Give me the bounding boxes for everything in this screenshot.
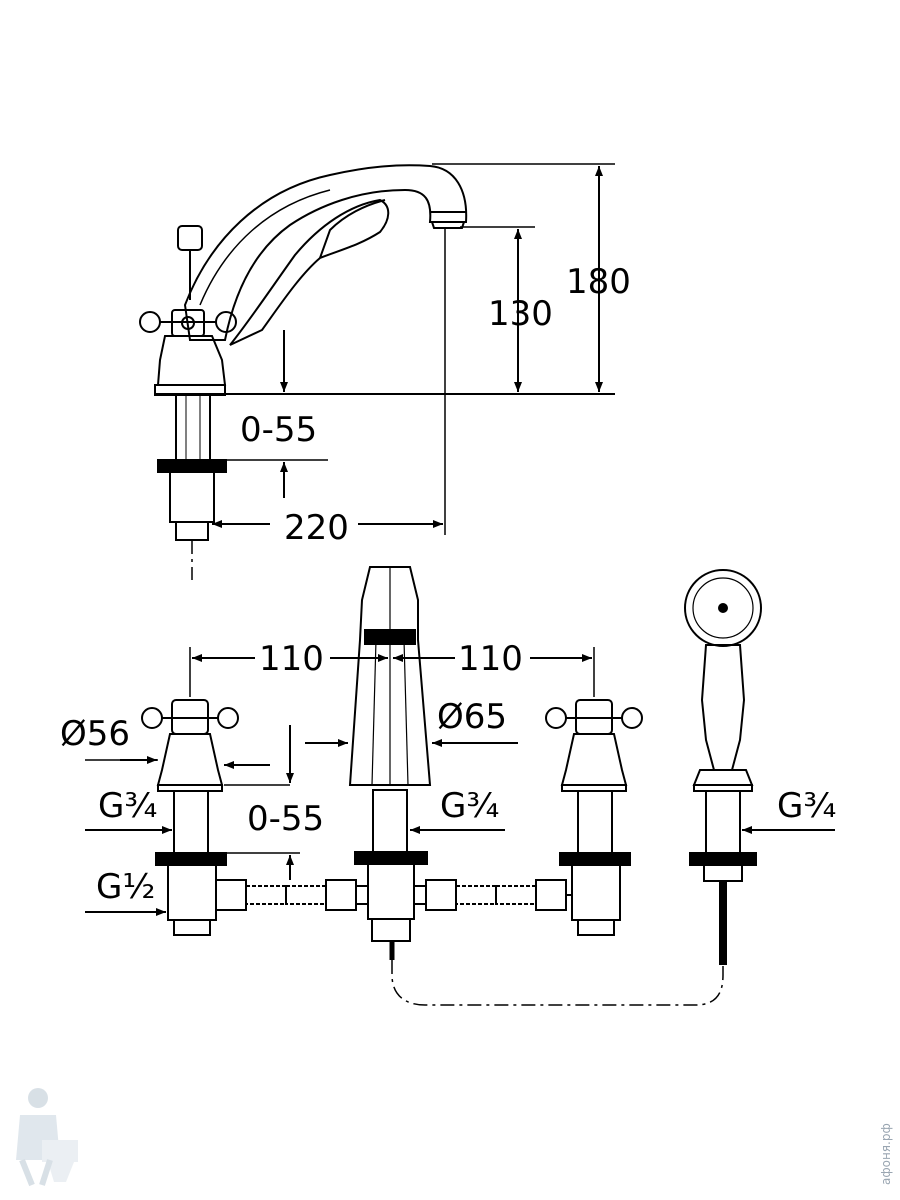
spout-cone xyxy=(348,566,432,786)
spout-body xyxy=(183,164,468,341)
left-lock-nut xyxy=(155,852,227,866)
watermark-site-text: афоня.рф xyxy=(879,1123,893,1185)
dim-65-label: Ø65 xyxy=(437,697,507,737)
center-lock-nut xyxy=(354,851,428,865)
handle-arm-left xyxy=(139,311,161,333)
handshower-front xyxy=(684,569,762,965)
right-lock-nut xyxy=(559,852,631,866)
shank xyxy=(175,394,211,461)
hose-route-line xyxy=(391,960,724,1006)
side-view xyxy=(139,163,615,580)
handshower-holder xyxy=(229,198,390,346)
dim-055-side-label: 0-55 xyxy=(240,410,317,450)
handle-arm-right xyxy=(215,311,237,333)
dim-220-label: 220 xyxy=(284,508,349,548)
left-valve xyxy=(141,647,239,936)
left-tee xyxy=(167,864,217,921)
right-shank xyxy=(577,790,613,854)
valve-body xyxy=(156,335,227,386)
lock-nut xyxy=(157,459,227,473)
dim-130-label: 130 xyxy=(488,294,553,334)
connector xyxy=(175,521,209,541)
spout-inner-line xyxy=(199,189,331,306)
left-handle-arm-l xyxy=(141,707,163,729)
g12-label: G½ xyxy=(96,867,155,907)
right-tee xyxy=(571,864,621,921)
connecting-hoses xyxy=(215,879,572,911)
dim-180-label: 180 xyxy=(566,262,631,302)
front-view xyxy=(141,566,762,1006)
center-spout xyxy=(348,566,432,960)
diverter-knob xyxy=(177,225,203,251)
center-shank xyxy=(372,789,408,853)
shower-shank xyxy=(705,790,741,854)
plumber-mascot-logo xyxy=(16,1088,78,1187)
shower-lock-nut xyxy=(689,852,757,866)
right-valve xyxy=(545,647,643,936)
g34-center-label: G¾ xyxy=(440,786,499,826)
dim-055-front-label: 0-55 xyxy=(247,799,324,839)
front-view-dimensions xyxy=(85,654,835,916)
g34-shower-label: G¾ xyxy=(777,786,836,826)
dim-56-label: Ø56 xyxy=(60,714,130,754)
shower-handle xyxy=(700,644,746,771)
spout-outlet xyxy=(430,211,466,229)
left-handle-arm-r xyxy=(217,707,239,729)
dim-110-left-label: 110 xyxy=(259,639,324,679)
g34-left-label: G¾ xyxy=(98,786,157,826)
side-view-dimensions xyxy=(212,166,603,528)
lower-shank xyxy=(169,471,215,523)
center-tee xyxy=(367,863,415,920)
left-shank xyxy=(173,790,209,854)
spout-outlet-front xyxy=(364,629,416,645)
handshower-head xyxy=(319,199,386,259)
dim-110-right-label: 110 xyxy=(458,639,523,679)
